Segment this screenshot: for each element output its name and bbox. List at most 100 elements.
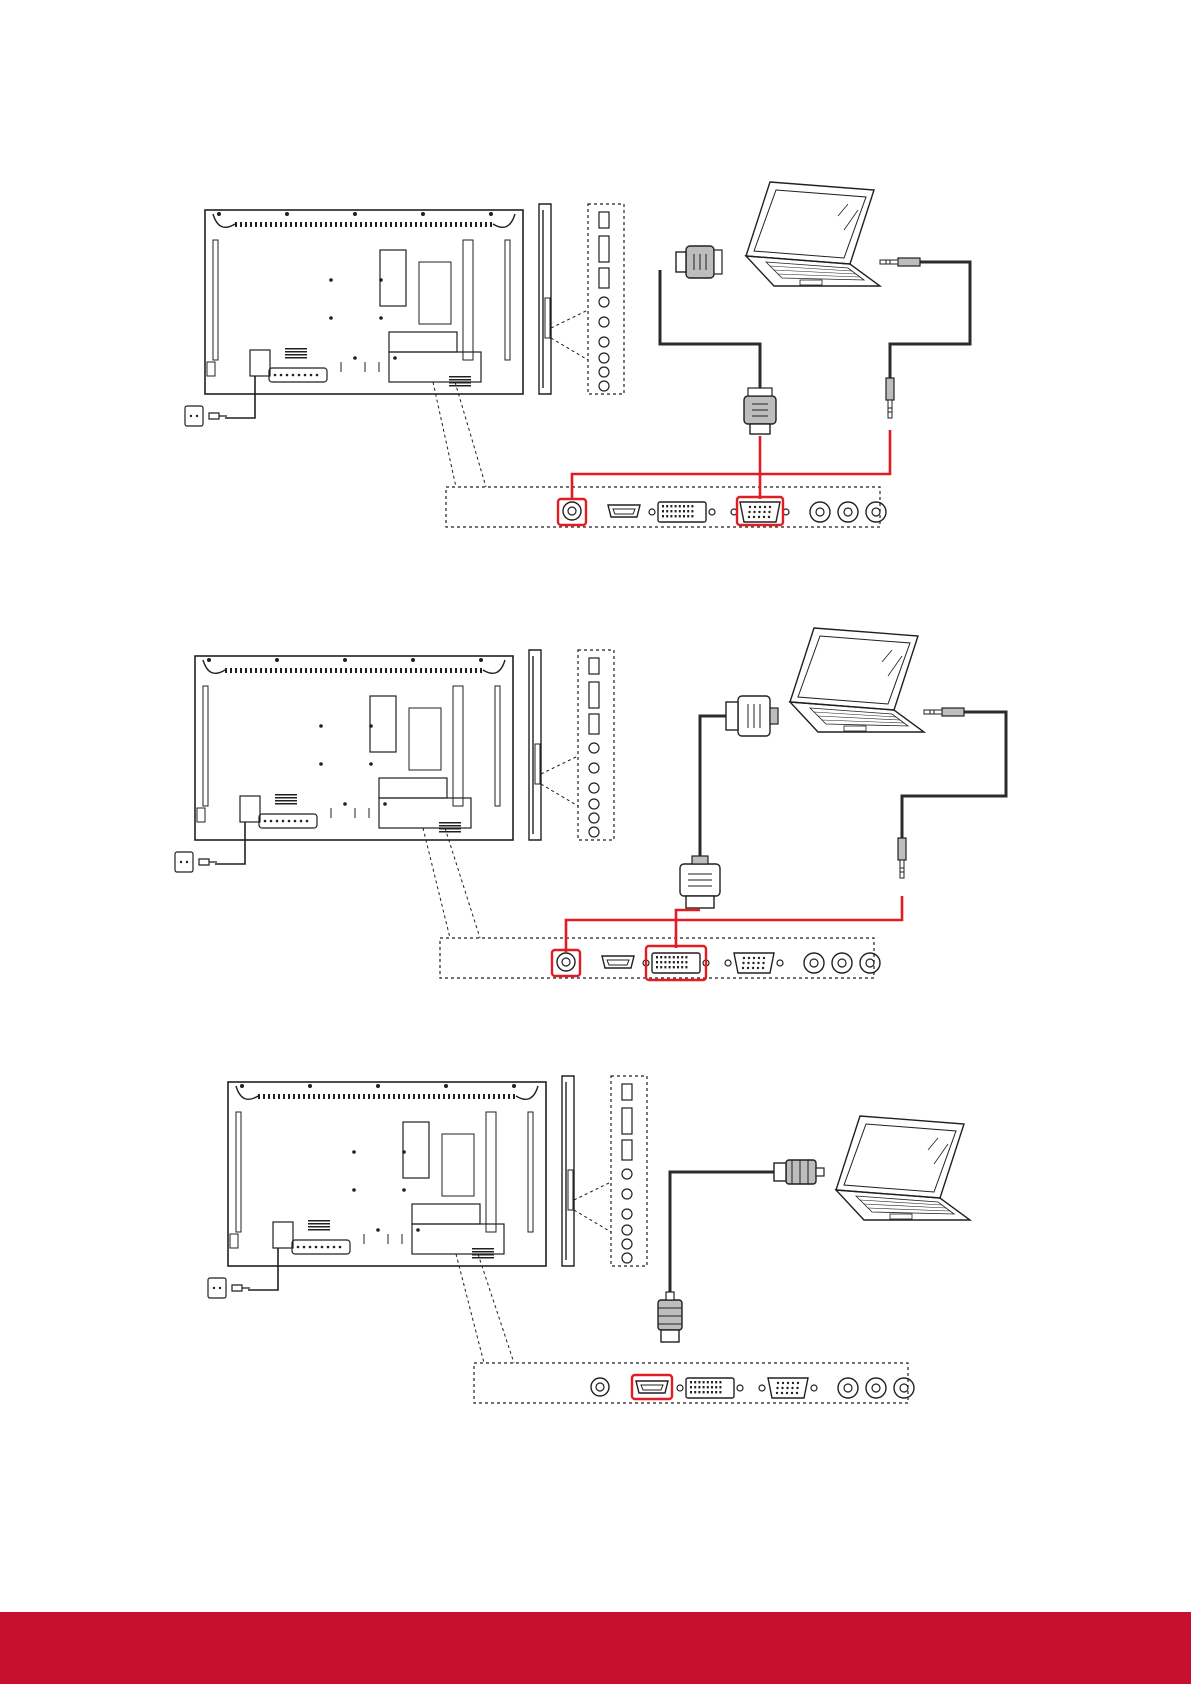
power-inlet-icon (273, 1222, 293, 1248)
mount-hole-icon (393, 356, 397, 360)
rca-jack-icon (622, 1253, 632, 1263)
audio-jack-icon (898, 838, 906, 878)
side-rail (203, 686, 208, 806)
vent-strip-icon (258, 1094, 515, 1099)
mount-plate (380, 250, 406, 306)
side-port-column (588, 204, 624, 394)
component-port-icon (838, 1378, 858, 1398)
corner-brackets (203, 660, 505, 673)
lock-slot-icon (230, 1234, 238, 1248)
dvi-connector-icon (726, 696, 778, 736)
component-port-icon (838, 502, 858, 522)
side-port-column (611, 1076, 647, 1266)
mount-hole-icon (369, 724, 373, 728)
mount-hole-icon (402, 1188, 406, 1192)
mount-hole-icon (416, 1228, 420, 1232)
power-inlet-icon (240, 796, 260, 822)
mount-hole-icon (376, 1228, 380, 1232)
rca-jack-icon (589, 799, 599, 809)
laptop-icon (790, 628, 924, 732)
connection-diagram (0, 0, 1191, 1610)
hdmi-connector-icon (658, 1292, 682, 1342)
tick-marks (331, 808, 369, 818)
highlight-box (552, 950, 580, 976)
audio-in-port-icon (557, 953, 575, 971)
power-inlet-icon (250, 350, 270, 376)
component-port-icon (860, 953, 880, 973)
rca-jack-icon (589, 827, 599, 837)
leader-line (423, 828, 480, 938)
screw-icon (343, 658, 347, 662)
side-port-marks (535, 744, 540, 784)
mount-hole-icon (369, 762, 373, 766)
rca-jack-icon (622, 1189, 632, 1199)
side-rail (528, 1112, 533, 1232)
rca-jack-icon (589, 783, 599, 793)
dvi-cable (700, 716, 734, 860)
mount-hole-icon (353, 356, 357, 360)
footer-bar (0, 1612, 1191, 1684)
screw-icon (444, 1084, 448, 1088)
rca-jack-icon (622, 1169, 632, 1179)
hdmi-port-icon (602, 956, 634, 968)
screw-icon (421, 212, 425, 216)
component-port-icon (866, 1378, 886, 1398)
power-cable (248, 1248, 278, 1290)
monitor-body (228, 1082, 546, 1266)
connector-block (412, 1204, 480, 1224)
connection-panel-vga (185, 182, 970, 527)
hdmi-side-port-icon (599, 236, 609, 262)
rca-jack-icon (622, 1209, 632, 1219)
monitor-rear-view (208, 1076, 647, 1298)
grille-icon (472, 1248, 494, 1259)
side-port-marks (545, 298, 550, 338)
connection-panel-dvi (175, 628, 1006, 980)
side-port-column (578, 650, 614, 840)
pin-row (274, 374, 319, 377)
dvi-port-icon (686, 1378, 734, 1398)
port-strip (440, 938, 880, 980)
laptop-icon (746, 182, 880, 286)
monitor-rear-view (185, 204, 624, 426)
dvi-port-icon (658, 502, 706, 522)
connector-block (389, 332, 457, 352)
signal-link-line (676, 910, 700, 948)
power-plug-icon (232, 1285, 250, 1291)
hdmi-port-icon (608, 505, 640, 517)
rca-jack-icon (599, 337, 609, 347)
leader-line (551, 310, 588, 360)
wall-outlet-icon (185, 406, 203, 426)
grille-icon (308, 1220, 330, 1231)
mount-hole-icon (352, 1150, 356, 1154)
screw-icon (275, 658, 279, 662)
port-strip (446, 487, 886, 527)
component-port-icon (894, 1378, 914, 1398)
rca-jack-icon (622, 1239, 632, 1249)
mount-hole-icon (319, 762, 323, 766)
power-cable (215, 822, 245, 864)
audio-cable (890, 262, 970, 384)
rca-jack-icon (599, 367, 609, 377)
connection-panel-hdmi (208, 1076, 970, 1403)
screw-icon (308, 1084, 312, 1088)
power-cable (225, 376, 255, 418)
component-port-icon (810, 502, 830, 522)
screw-icon (376, 1084, 380, 1088)
grille-icon (439, 822, 461, 833)
leader-line (433, 382, 486, 487)
usb-port-icon (589, 658, 599, 674)
screw-icon (217, 212, 221, 216)
mount-hole-icon (343, 802, 347, 806)
vga-cable (660, 270, 760, 390)
label-plate (419, 262, 451, 324)
hdmi-port-icon (636, 1381, 668, 1393)
screw-icon (411, 658, 415, 662)
power-plug-icon (199, 859, 217, 865)
tick-marks (364, 1234, 402, 1244)
label-plate (442, 1134, 474, 1196)
rca-jack-icon (589, 763, 599, 773)
mount-hole-icon (352, 1188, 356, 1192)
vent-strip-icon (225, 668, 482, 673)
network-port-icon (599, 268, 609, 288)
mount-plate (370, 696, 396, 752)
